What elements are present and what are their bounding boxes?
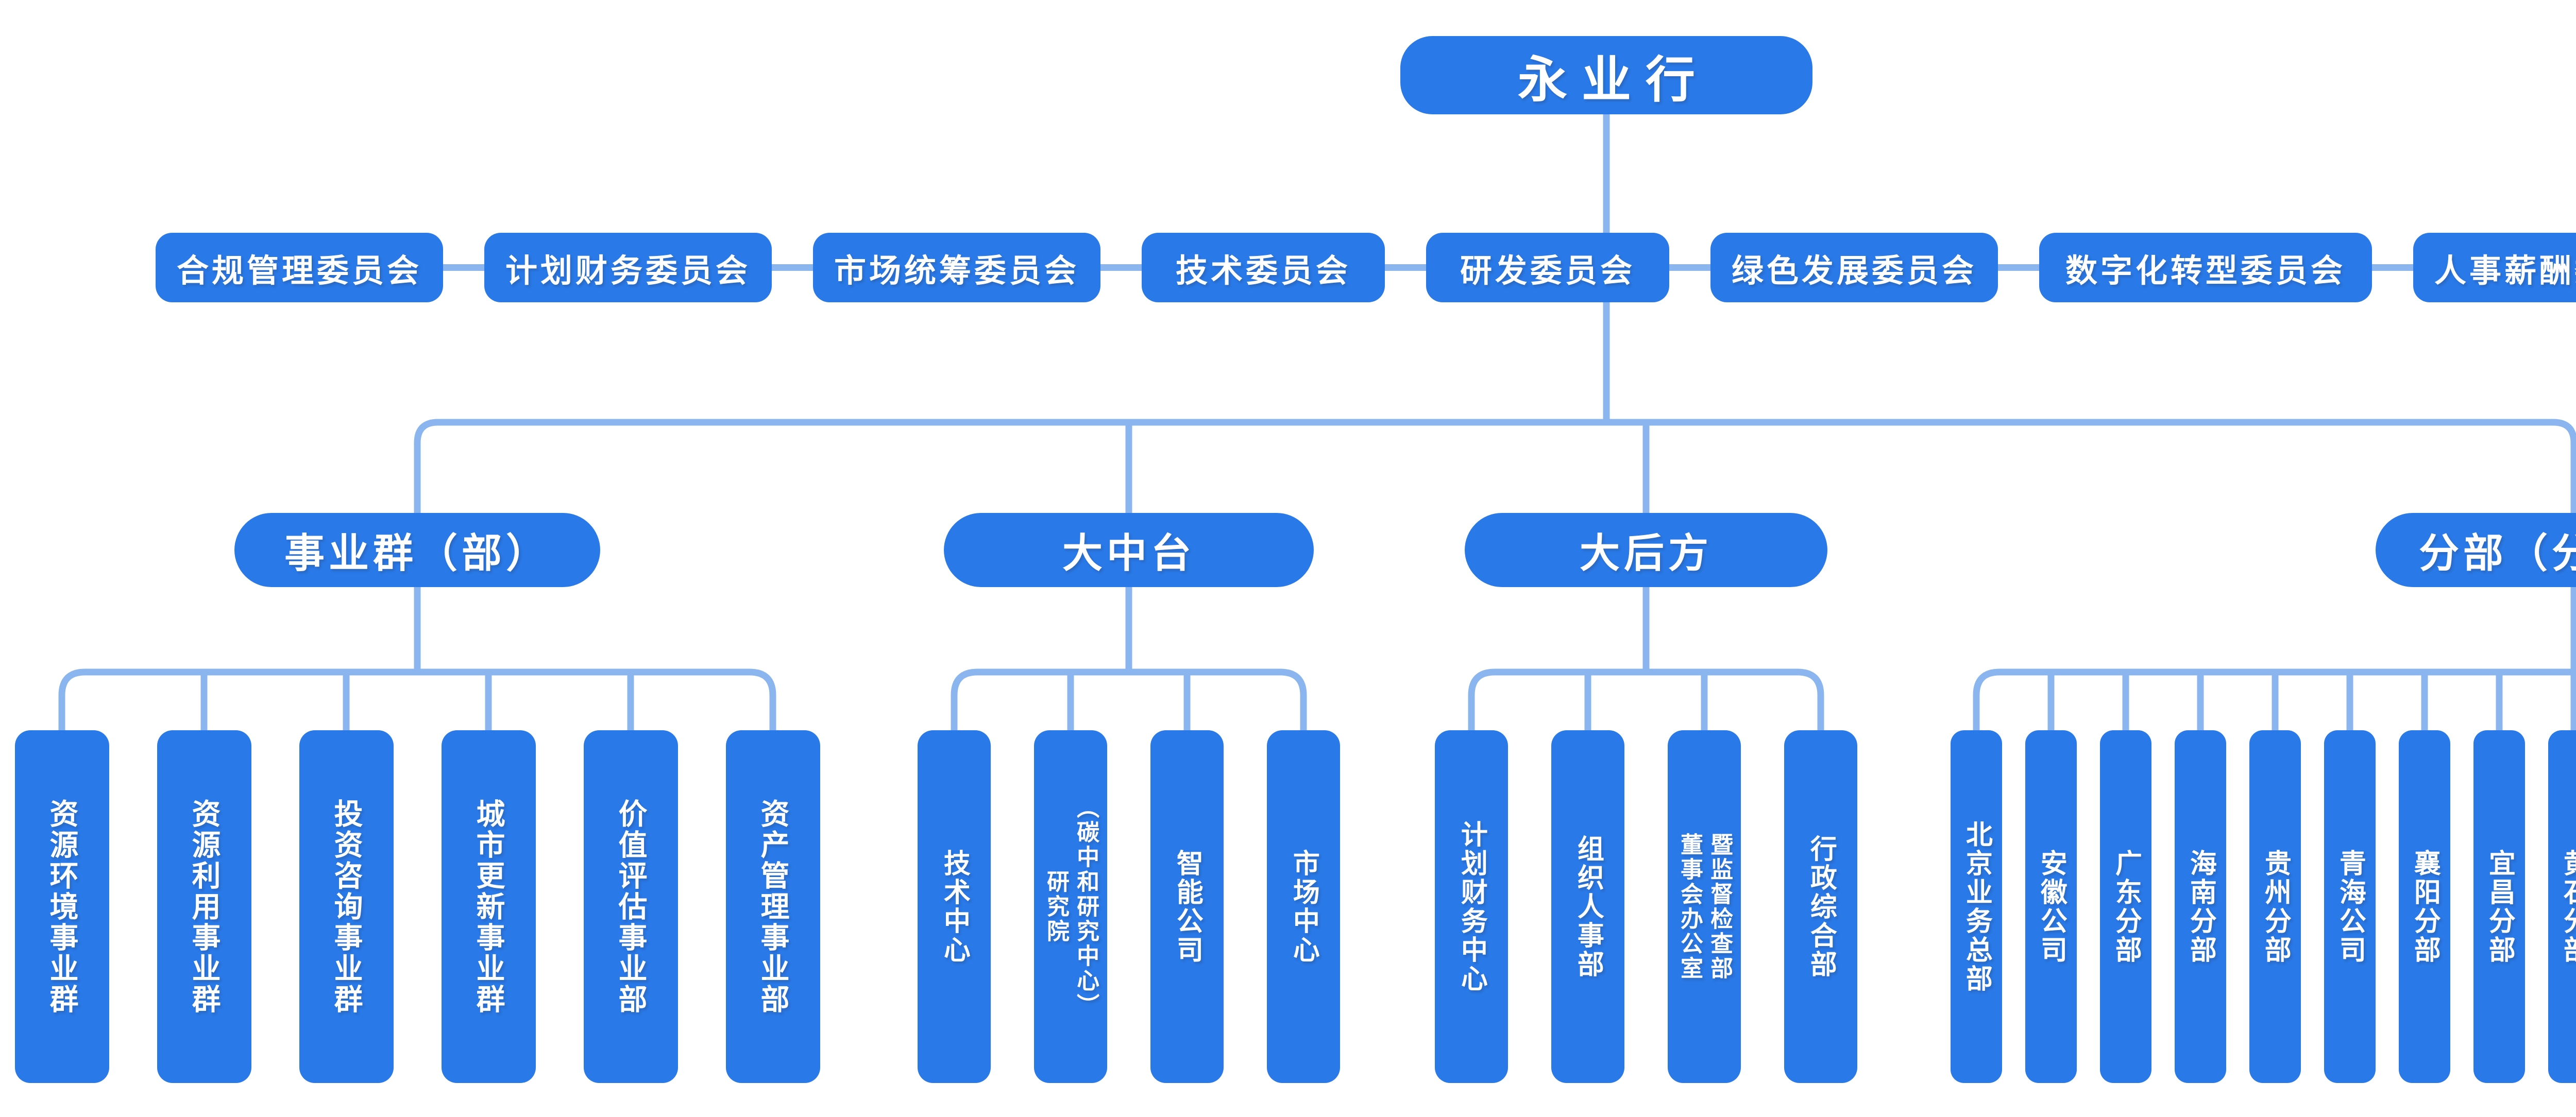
group-header-label: 大后方: [1579, 530, 1713, 576]
department-node: 市场中心: [1267, 730, 1340, 1083]
department-label: 青海公司: [2335, 849, 2365, 965]
department-node: 安徽公司: [2025, 730, 2077, 1083]
department-node: 行政综合部: [1784, 730, 1857, 1083]
group-header-node: 大后方: [1465, 513, 1827, 587]
department-node: 董事会办公室 暨监督检查部: [1668, 730, 1741, 1083]
group-header-label: 大中台: [1062, 530, 1195, 576]
department-node: 资源环境事业群: [14, 730, 109, 1083]
department-label: 市场中心: [1289, 849, 1319, 965]
committee-node: 绿色发展委员会: [1710, 233, 1998, 302]
department-label: 海南分部: [2185, 849, 2216, 965]
group-header-label: 分部（分公司）: [2418, 530, 2576, 576]
department-node: 城市更新事业群: [441, 730, 536, 1083]
department-node: 海南分部: [2175, 730, 2226, 1083]
department-label: 组织人事部: [1573, 834, 1603, 979]
department-label: 价值评估事业部: [614, 798, 647, 1015]
department-label: 资产管理事业部: [756, 798, 789, 1015]
department-label: 资源环境事业群: [45, 798, 78, 1015]
committee-node: 计划财务委员会: [484, 233, 772, 302]
department-node: 贵州分部: [2249, 730, 2301, 1083]
department-node: 北京业务总部: [1951, 730, 2002, 1083]
department-node: 资产管理事业部: [725, 730, 820, 1083]
department-label: 智能公司: [1172, 849, 1202, 965]
department-label: 宜昌分部: [2484, 849, 2515, 965]
department-label: 北京业务总部: [1961, 820, 1992, 993]
committee-label: 数字化转型委员会: [2065, 253, 2346, 289]
department-node: 组织人事部: [1551, 730, 1624, 1083]
committee-label: 合规管理委员会: [176, 253, 422, 289]
committee-label: 市场统筹委员会: [834, 253, 1079, 289]
committee-node: 合规管理委员会: [156, 233, 443, 302]
department-label: 技术中心: [939, 849, 970, 965]
committee-label: 计划财务委员会: [505, 253, 751, 289]
department-label: 计划财务中心: [1456, 820, 1487, 993]
department-node: 青海公司: [2324, 730, 2376, 1083]
department-node: 资源利用事业群: [157, 730, 251, 1083]
group-header-node: 大中台: [944, 513, 1314, 587]
department-label: 黄石分部: [2559, 849, 2576, 965]
department-node: 宜昌分部: [2473, 730, 2525, 1083]
group-header-label: 事业群（部）: [284, 530, 550, 576]
department-node: 襄阳分部: [2399, 730, 2450, 1083]
department-node: 计划财务中心: [1435, 730, 1508, 1083]
department-node: 黄石分部: [2548, 730, 2576, 1083]
committee-label: 人事薪酬委员会: [2434, 253, 2576, 289]
group-header-node: 分部（分公司）: [2376, 513, 2576, 587]
committee-label: 技术委员会: [1175, 253, 1351, 289]
department-label: 研究院 （碳中和研究中心）: [1043, 795, 1099, 1018]
org-root-node: 永业行: [1400, 36, 1812, 114]
group-header-node: 事业群（部）: [234, 513, 600, 587]
department-label: 城市更新事业群: [472, 798, 505, 1015]
committee-node: 市场统筹委员会: [813, 233, 1100, 302]
committee-node: 人事薪酬委员会: [2413, 233, 2576, 302]
department-node: 研究院 （碳中和研究中心）: [1034, 730, 1107, 1083]
org-root-label: 永业行: [1518, 52, 1709, 108]
department-node: 广东分部: [2100, 730, 2151, 1083]
committee-node: 技术委员会: [1142, 233, 1385, 302]
department-label: 投资咨询事业群: [330, 798, 363, 1015]
department-label: 广东分部: [2111, 849, 2141, 965]
committee-label: 研发委员会: [1460, 253, 1635, 289]
department-node: 投资咨询事业群: [299, 730, 394, 1083]
department-node: 技术中心: [918, 730, 991, 1083]
committee-node: 研发委员会: [1426, 233, 1669, 302]
department-label: 董事会办公室 暨监督检查部: [1677, 832, 1733, 981]
department-node: 智能公司: [1150, 730, 1224, 1083]
committee-label: 绿色发展委员会: [1731, 253, 1977, 289]
department-label: 安徽公司: [2036, 849, 2066, 965]
department-node: 价值评估事业部: [583, 730, 678, 1083]
department-label: 资源利用事业群: [188, 798, 221, 1015]
department-label: 襄阳分部: [2410, 849, 2440, 965]
committee-node: 数字化转型委员会: [2039, 233, 2372, 302]
department-label: 贵州分部: [2260, 849, 2291, 965]
department-label: 行政综合部: [1806, 834, 1836, 979]
